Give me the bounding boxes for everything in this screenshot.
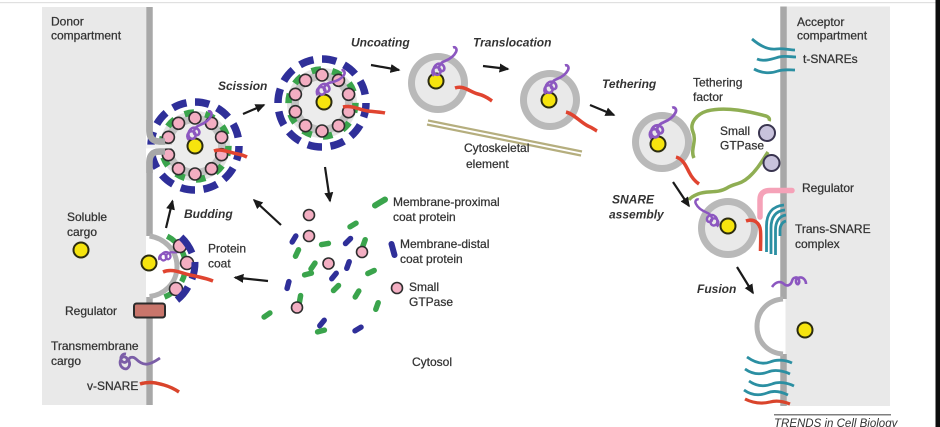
svg-text:Membrane-distal: Membrane-distal [400, 237, 489, 251]
svg-text:SNARE: SNARE [612, 193, 655, 207]
svg-text:Donor: Donor [51, 15, 84, 29]
svg-text:Tethering: Tethering [693, 76, 742, 90]
svg-text:compartment: compartment [51, 29, 122, 43]
svg-text:complex: complex [795, 237, 840, 251]
svg-text:t-SNAREs: t-SNAREs [803, 52, 858, 66]
svg-text:element: element [466, 157, 509, 171]
svg-text:Small: Small [409, 280, 439, 294]
svg-text:coat protein: coat protein [393, 210, 456, 224]
svg-text:Scission: Scission [218, 79, 267, 93]
svg-text:assembly: assembly [609, 208, 665, 222]
svg-text:TRENDS in Cell Biology: TRENDS in Cell Biology [774, 418, 899, 427]
svg-text:factor: factor [693, 90, 723, 104]
svg-text:Protein: Protein [208, 242, 246, 256]
svg-text:cargo: cargo [51, 354, 81, 368]
svg-text:Cytoskeletal: Cytoskeletal [464, 141, 529, 155]
svg-text:Transmembrane: Transmembrane [51, 339, 139, 353]
svg-text:cargo: cargo [67, 225, 97, 239]
svg-text:Cytosol: Cytosol [412, 355, 452, 369]
svg-text:Small: Small [720, 124, 750, 138]
svg-text:Budding: Budding [184, 207, 233, 221]
svg-text:Soluble: Soluble [67, 210, 107, 224]
svg-text:Regulator: Regulator [65, 304, 117, 318]
svg-text:Translocation: Translocation [473, 36, 551, 50]
svg-text:Fusion: Fusion [697, 282, 736, 296]
svg-text:Acceptor: Acceptor [797, 15, 844, 29]
svg-text:compartment: compartment [797, 29, 868, 43]
svg-text:Uncoating: Uncoating [351, 36, 410, 50]
svg-text:Membrane-proximal: Membrane-proximal [393, 195, 500, 209]
svg-text:GTPase: GTPase [720, 139, 764, 153]
svg-text:coat protein: coat protein [400, 252, 463, 266]
svg-text:coat: coat [208, 257, 231, 271]
svg-text:GTPase: GTPase [409, 295, 453, 309]
svg-text:Tethering: Tethering [602, 77, 657, 91]
svg-text:Trans-SNARE: Trans-SNARE [795, 222, 871, 236]
svg-text:Regulator: Regulator [802, 181, 854, 195]
svg-text:v-SNARE: v-SNARE [87, 379, 138, 393]
